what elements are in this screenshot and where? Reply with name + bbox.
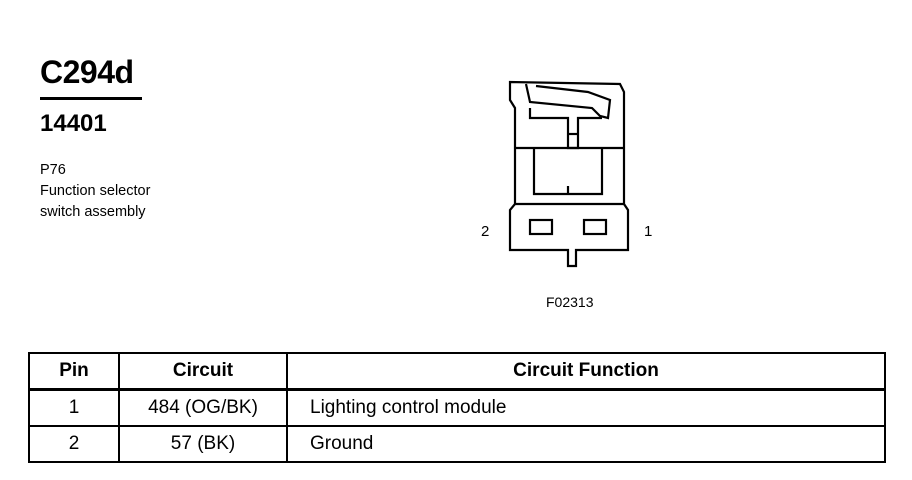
terminal-pin-2 [528, 218, 554, 236]
circuit-function-cell: Lighting control module [286, 388, 886, 427]
circuit-cell: 57 (BK) [118, 425, 288, 463]
pinout-table: Pin Circuit Circuit Function 1 484 (OG/B… [28, 352, 886, 463]
pin-cell: 1 [28, 388, 120, 427]
description-line-2: switch assembly [40, 204, 146, 221]
figure-number: F02313 [546, 294, 594, 310]
connector-rib [528, 108, 602, 150]
connector-housing [508, 80, 630, 268]
pin-1-label: 1 [644, 223, 652, 240]
description-line-1: Function selector [40, 183, 151, 200]
connector-id-underline [40, 97, 142, 100]
location-code: P76 [40, 162, 66, 178]
header-circuit-function: Circuit Function [286, 352, 886, 391]
connector-face-diagram: 2 1 [481, 80, 652, 268]
pin-cell: 2 [28, 425, 120, 463]
header-pin: Pin [28, 352, 120, 391]
circuit-function-cell: Ground [286, 425, 886, 463]
table-header-row: Pin Circuit Circuit Function [28, 352, 886, 391]
header-circuit: Circuit [118, 352, 288, 391]
circuit-cell: 484 (OG/BK) [118, 388, 288, 427]
connector-latch [524, 83, 612, 120]
terminal-pin-1 [582, 218, 608, 236]
location-description: P76 Function selector switch assembly [40, 160, 150, 223]
connector-id: C294d [40, 54, 134, 90]
table-row: 1 484 (OG/BK) Lighting control module [28, 388, 886, 427]
table-row: 2 57 (BK) Ground [28, 425, 886, 463]
pin-2-label: 2 [481, 223, 489, 240]
part-number: 14401 [40, 110, 107, 137]
